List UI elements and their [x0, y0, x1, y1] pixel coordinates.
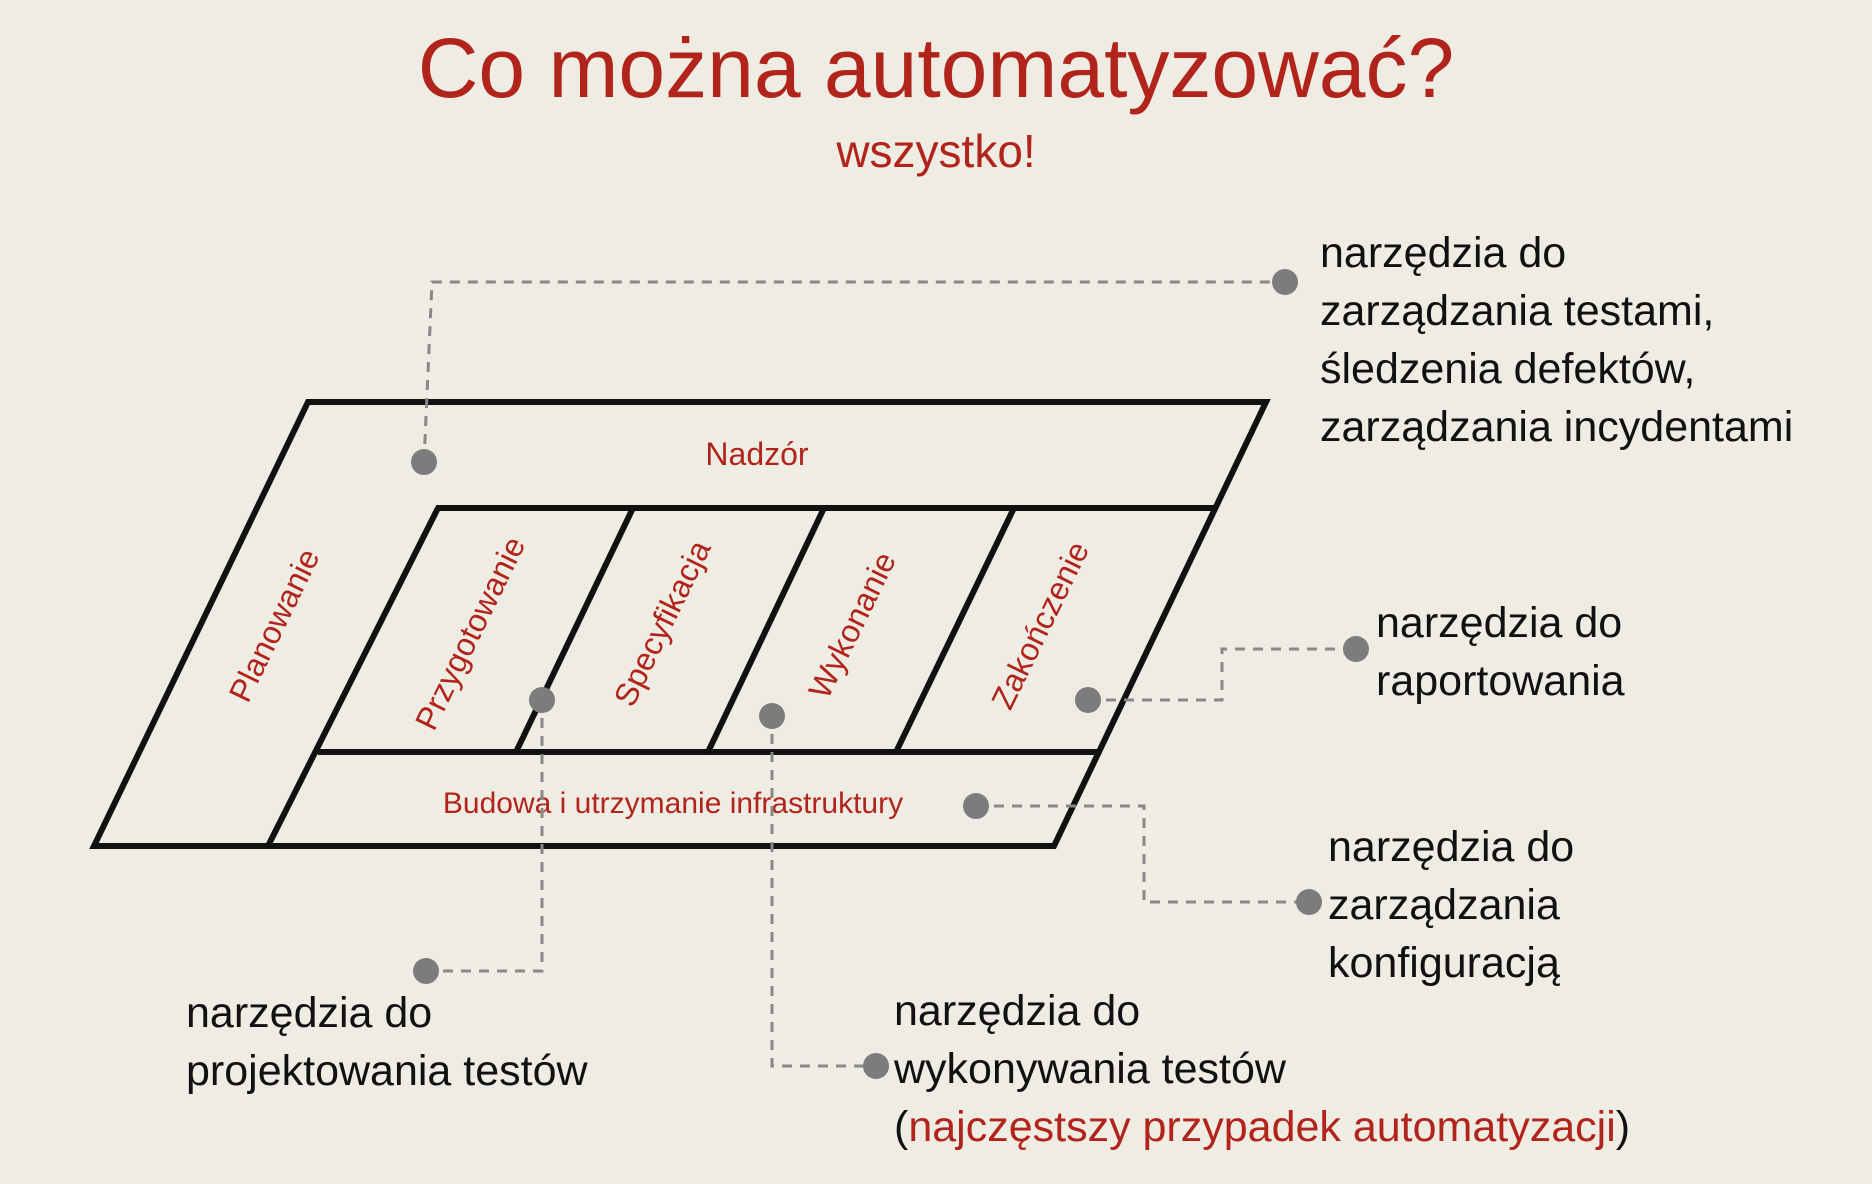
dot-nadzor [411, 449, 437, 475]
callout-design-line: narzędzia do [186, 989, 433, 1037]
callout-reporting-line: raportowania [1376, 657, 1625, 706]
connector-config [976, 804, 1308, 904]
dot-execution [863, 1053, 889, 1079]
slide-subtitle: wszystko! [836, 125, 1036, 177]
przygotowanie-divider [513, 506, 636, 754]
wykonanie-divider [893, 506, 1017, 754]
callout-design: narzędzia do projektowania testów [186, 984, 588, 1100]
dot-wykonanie [759, 703, 785, 729]
callout-management-line: śledzenia defektów, [1320, 345, 1696, 394]
process-outer-frame [89, 399, 1271, 849]
dot-design [413, 958, 439, 984]
callout-management-line: zarządzania incydentami [1320, 403, 1794, 452]
paren-close: ) [1615, 1103, 1631, 1152]
zone-label-przygotowanie: Przygotowanie [408, 531, 532, 735]
connector-design [426, 700, 544, 973]
dot-config [1296, 889, 1322, 915]
callout-execution-line: narzędzia do [894, 987, 1141, 1035]
dot-przygotowanie [529, 687, 555, 713]
slide-title: Co można automatyzować? [417, 21, 1455, 115]
callout-config-line: narzędzia do [1328, 823, 1575, 871]
dot-management [1272, 269, 1298, 295]
callout-reporting-line: narzędzia do [1376, 599, 1623, 647]
connector-reporting [1088, 647, 1356, 702]
callout-management-line: narzędzia do [1320, 229, 1567, 277]
callout-reporting: narzędzia do raportowania [1376, 594, 1625, 710]
zone-label-zakonczenie: Zakończenie [984, 536, 1096, 715]
callout-execution-note: (najczęstszy przypadek automatyzacji) [894, 1098, 1630, 1156]
callout-design-line: projektowania testów [186, 1047, 588, 1096]
zone-label-wykonanie: Wykonanie [801, 546, 903, 704]
dot-reporting [1343, 636, 1369, 662]
dot-budowa [963, 793, 989, 819]
dot-zakonczenie [1075, 687, 1101, 713]
callout-management: narzędzia do zarządzania testami, śledze… [1320, 224, 1793, 456]
callout-config: narzędzia do zarządzania konfiguracją [1328, 818, 1574, 992]
zone-label-planowanie: Planowanie [222, 543, 327, 707]
callout-execution-line: wykonywania testów [894, 1045, 1286, 1094]
zone-label-nadzor: Nadzór [705, 436, 809, 472]
specyfikacja-divider [705, 506, 827, 754]
callout-execution: narzędzia do wykonywania testów (najczęs… [894, 982, 1630, 1156]
callout-config-line: zarządzania [1328, 881, 1560, 930]
execution-note-highlight: najczęstszy przypadek automatyzacji [908, 1103, 1616, 1152]
paren-open: ( [894, 1103, 909, 1152]
planowanie-divider [265, 506, 441, 848]
callout-management-line: zarządzania testami, [1320, 287, 1715, 336]
zone-label-specyfikacja: Specyfikacja [607, 534, 718, 711]
zone-label-budowa: Budowa i utrzymanie infrastruktury [443, 787, 903, 820]
connector-management [422, 280, 1284, 463]
callout-config-line: konfiguracją [1328, 939, 1560, 988]
connector-execution [770, 716, 876, 1068]
